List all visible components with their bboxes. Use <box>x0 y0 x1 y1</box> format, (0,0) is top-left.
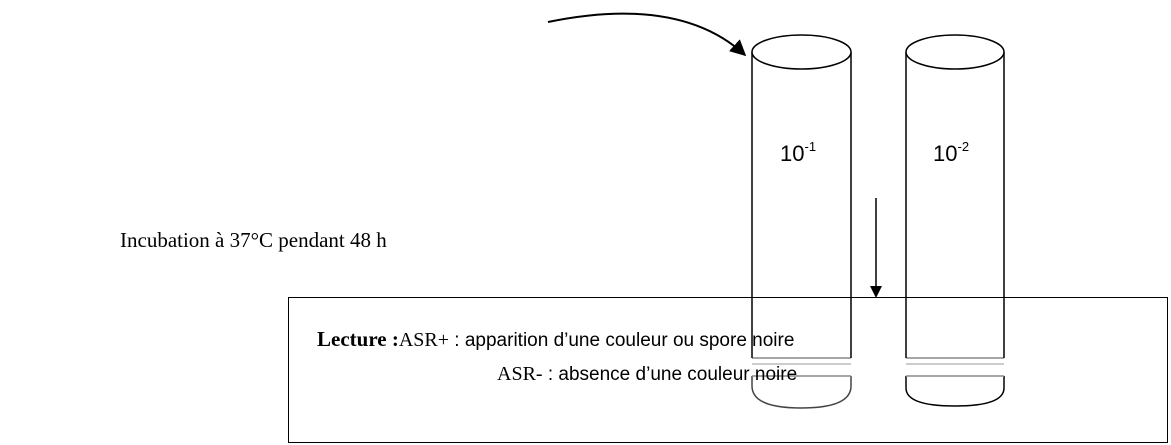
reading-title: Lecture : <box>317 327 399 351</box>
asr-negative-text: : absence d’une couleur noire <box>542 364 798 385</box>
tube-1-label: 10-1 <box>780 139 816 166</box>
tube-2-label: 10-2 <box>933 139 969 166</box>
tube-1: 10-1 <box>751 34 852 409</box>
asr-positive-code: ASR+ <box>398 329 450 351</box>
tube-1-base <box>751 376 852 409</box>
curved-arrow <box>547 12 747 57</box>
reading-line-positive: Lecture :ASR+ : apparition d’une couleur… <box>317 327 794 352</box>
asr-negative-code: ASR- <box>497 363 543 385</box>
tube-1-top <box>751 34 852 70</box>
tube-2-base <box>905 376 1005 407</box>
tube-2-top <box>905 34 1005 70</box>
reading-line-negative: ASR- : absence d’une couleur noire <box>497 363 797 386</box>
reading-box: Lecture :ASR+ : apparition d’une couleur… <box>288 297 1168 443</box>
tube-2: 10-2 <box>905 34 1005 407</box>
incubation-label: Incubation à 37°C pendant 48 h <box>120 228 387 252</box>
asr-positive-text: : apparition d’une couleur ou spore noir… <box>449 330 795 351</box>
down-arrow-head <box>870 286 882 298</box>
tube-1-band <box>752 358 851 376</box>
